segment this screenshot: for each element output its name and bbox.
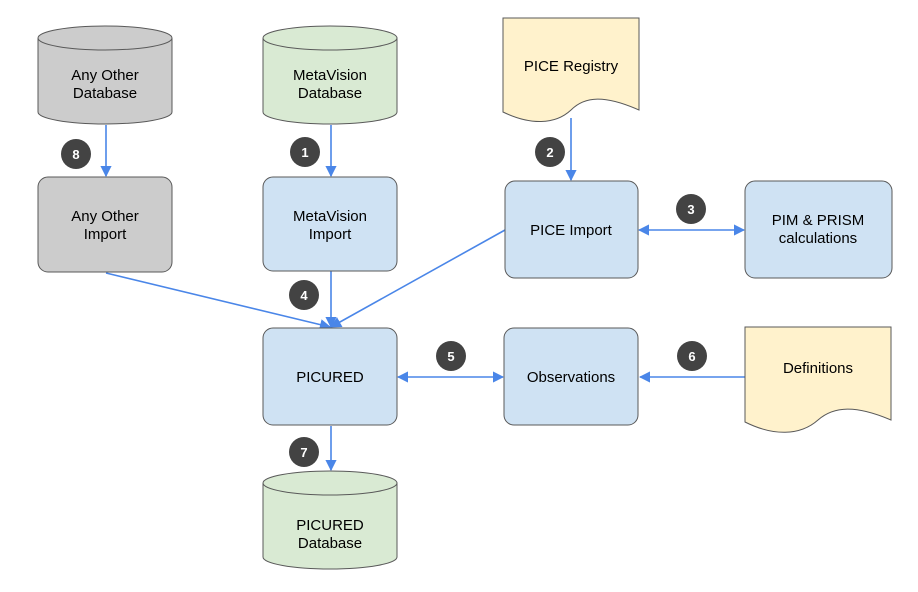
step-badge-8-number: 8 [72, 147, 79, 162]
step-badge-2: 2 [535, 137, 565, 167]
picured-database-label-1: PICURED [296, 517, 364, 534]
step-badge-3-number: 3 [687, 202, 694, 217]
metavision-database-label-2: Database [298, 85, 362, 102]
step-badge-4: 4 [289, 280, 319, 310]
edge-piceimport-to-picured [330, 229, 506, 328]
picured-database-label-2: Database [298, 535, 362, 552]
step-badge-8: 8 [61, 139, 91, 169]
step-badge-5: 5 [436, 341, 466, 371]
metavision-import-label-1: MetaVision [293, 208, 367, 225]
metavision-import-node: MetaVision Import [262, 176, 398, 272]
step-badges: 8 1 2 3 4 5 6 7 [61, 137, 707, 467]
pice-registry-node: PICE Registry [502, 17, 640, 122]
any-other-database-node: Any Other Database [37, 25, 173, 125]
edge-anyotherimport-to-picured [105, 272, 332, 331]
step-badge-7-number: 7 [300, 445, 307, 460]
step-badge-3: 3 [676, 194, 706, 224]
picured-node: PICURED [262, 327, 398, 426]
metavision-database-label-1: MetaVision [293, 67, 367, 84]
step-badge-6-number: 6 [688, 349, 695, 364]
pim-prism-node: PIM & PRISM calculations [744, 180, 893, 279]
step-badge-5-number: 5 [447, 349, 454, 364]
step-badge-4-number: 4 [300, 288, 308, 303]
definitions-node: Definitions [744, 326, 892, 433]
metavision-database-node: MetaVision Database [262, 25, 398, 125]
observations-label: Observations [527, 369, 615, 386]
any-other-import-node: Any Other Import [37, 176, 173, 273]
observations-node: Observations [503, 327, 639, 426]
picured-label: PICURED [296, 369, 364, 386]
pice-registry-label: PICE Registry [524, 58, 619, 75]
pice-import-node: PICE Import [504, 180, 639, 279]
any-other-database-label-1: Any Other [71, 67, 139, 84]
picured-database-node: PICURED Database [262, 470, 398, 570]
metavision-import-label-2: Import [309, 226, 352, 243]
pim-prism-label-2: calculations [779, 230, 857, 247]
step-badge-6: 6 [677, 341, 707, 371]
edges [100, 118, 746, 472]
step-badge-1-number: 1 [301, 145, 308, 160]
pim-prism-label-1: PIM & PRISM [772, 212, 865, 229]
step-badge-1: 1 [290, 137, 320, 167]
step-badge-2-number: 2 [546, 145, 553, 160]
definitions-label: Definitions [783, 360, 853, 377]
any-other-import-label-1: Any Other [71, 208, 139, 225]
any-other-import-label-2: Import [84, 226, 127, 243]
step-badge-7: 7 [289, 437, 319, 467]
pice-import-label: PICE Import [530, 222, 613, 239]
any-other-database-label-2: Database [73, 85, 137, 102]
